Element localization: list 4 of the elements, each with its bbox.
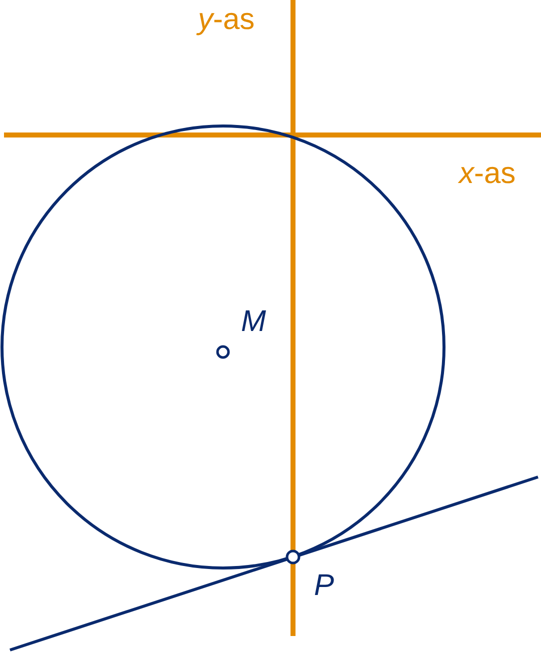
point-label: P	[314, 568, 334, 604]
point-label: M	[241, 304, 266, 340]
axis-label: x-as	[459, 156, 516, 192]
axis-label: y-as	[198, 2, 255, 38]
